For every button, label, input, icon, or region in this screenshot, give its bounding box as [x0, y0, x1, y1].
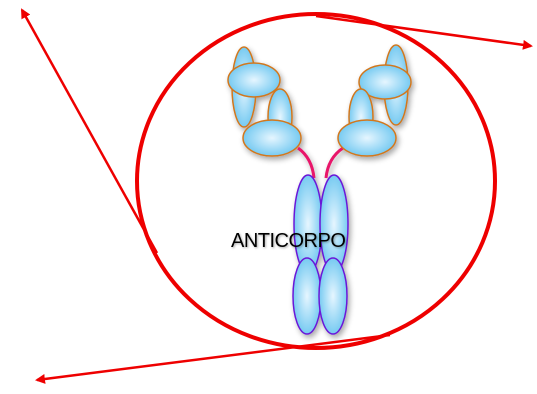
fc-domain-lower-right	[319, 258, 347, 334]
arrow-top-right	[316, 16, 531, 46]
arrow-top-left	[22, 10, 157, 253]
fab-left-domain-top	[228, 63, 280, 97]
hinge-left	[298, 148, 314, 178]
hinge-right	[326, 148, 343, 178]
fc-domain-lower-left	[293, 258, 321, 334]
antibody-label: ANTICORPO	[231, 230, 345, 253]
antibody-structure	[228, 45, 411, 334]
fab-left-domain-bottom	[243, 120, 301, 156]
fab-arm-right	[338, 45, 411, 156]
fab-right-domain-bottom	[338, 120, 396, 156]
fab-arm-left	[228, 47, 301, 156]
arrow-bottom-left	[37, 335, 390, 380]
fc-stem	[293, 175, 348, 334]
